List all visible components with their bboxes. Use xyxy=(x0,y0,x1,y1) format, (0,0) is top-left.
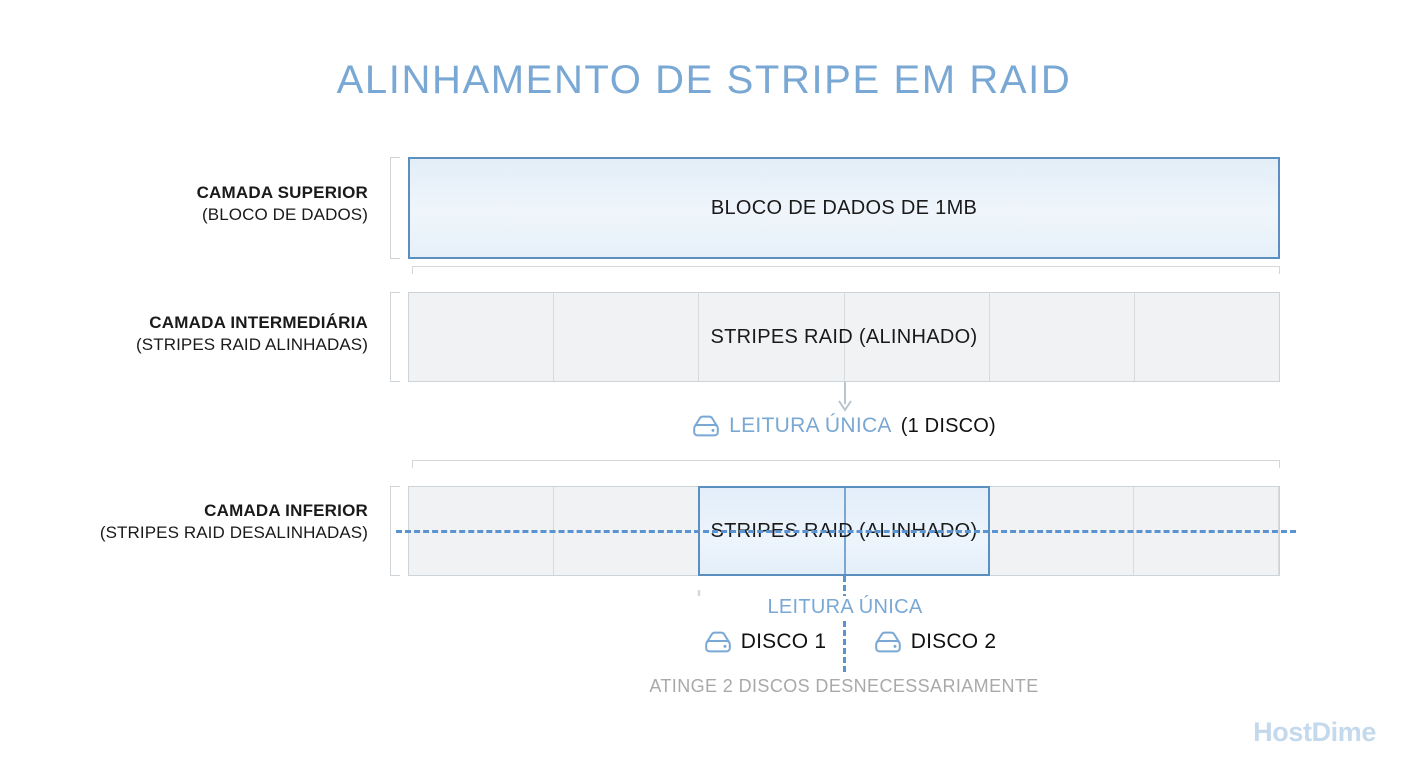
disk-icon xyxy=(874,631,901,653)
disk-legend-item-1: DISCO 1 xyxy=(680,630,850,654)
connector-middle-to-bottom xyxy=(412,460,1280,468)
connector-top-to-middle xyxy=(412,266,1280,274)
layer-label-middle-line1: CAMADA INTERMEDIÁRIA xyxy=(149,313,368,332)
bracket-top-layer xyxy=(390,157,400,259)
data-block-label: BLOCO DE DADOS DE 1MB xyxy=(710,196,978,219)
middle-read-label: LEITURA ÚNICA xyxy=(729,414,892,437)
data-block-1mb: BLOCO DE DADOS DE 1MB xyxy=(408,157,1280,259)
disk-icon xyxy=(693,415,719,437)
stripe-cell xyxy=(845,293,990,381)
layer-label-bottom-line1: CAMADA INFERIOR xyxy=(204,501,368,520)
middle-stripe-label: STRIPES RAID (ALINHADO) xyxy=(710,326,978,348)
bottom-read-label: LEITURA ÚNICA xyxy=(695,596,995,619)
layer-label-middle-line2: (STRIPES RAID ALINHADAS) xyxy=(136,335,368,355)
disk-split-dashed-line xyxy=(843,576,846,672)
hostdime-logo: HostDime xyxy=(1253,717,1376,747)
layer-label-bottom-line2: (STRIPES RAID DESALINHADAS) xyxy=(99,523,368,543)
middle-read-caption: LEITURA ÚNICA (1 DISCO) xyxy=(408,414,1280,438)
layer-label-bottom: CAMADA INFERIOR (STRIPES RAID DESALINHAD… xyxy=(48,500,368,545)
stripe-cell xyxy=(554,293,700,381)
disk-1-label: DISCO 1 xyxy=(740,630,827,653)
stripe-cell xyxy=(699,293,845,381)
layer-label-top: CAMADA SUPERIOR (BLOCO DE DADOS) xyxy=(48,182,368,227)
alignment-dashed-line xyxy=(396,530,1296,533)
layer-label-top-line1: CAMADA SUPERIOR xyxy=(196,183,368,202)
layer-label-middle: CAMADA INTERMEDIÁRIA (STRIPES RAID ALINH… xyxy=(48,312,368,357)
footnote-text: ATINGE 2 DISCOS DESNECESSARIAMENTE xyxy=(649,676,1039,696)
down-arrow-icon xyxy=(838,382,852,412)
layer-label-top-line2: (BLOCO DE DADOS) xyxy=(202,205,368,225)
page-title: ALINHAMENTO DE STRIPE EM RAID xyxy=(336,58,1072,102)
disk-2-label: DISCO 2 xyxy=(910,630,997,653)
bracket-bottom-layer xyxy=(390,486,400,576)
middle-read-disk-count: (1 DISCO) xyxy=(900,414,996,437)
middle-stripe-row xyxy=(408,292,1280,382)
disk-icon xyxy=(704,631,731,653)
disk-legend-item-2: DISCO 2 xyxy=(850,630,1020,654)
disk-legend: DISCO 1 DISCO 2 xyxy=(650,630,1050,654)
stripe-cell xyxy=(409,293,555,381)
bracket-middle-layer xyxy=(390,292,400,382)
stripe-cell xyxy=(990,293,1135,381)
